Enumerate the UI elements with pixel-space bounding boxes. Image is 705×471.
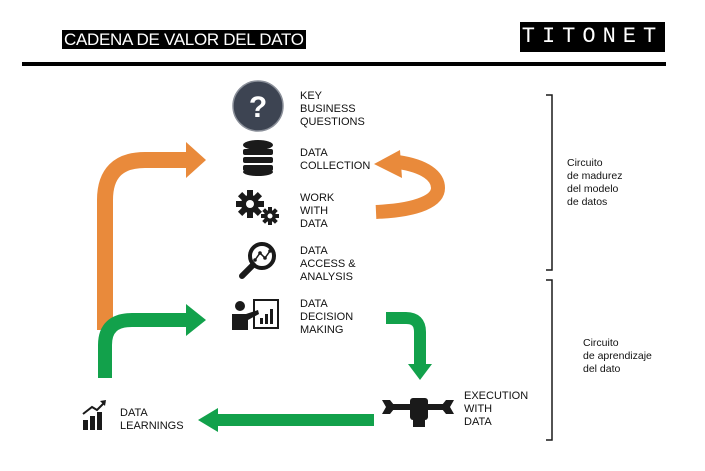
maturity-bracket <box>546 94 553 271</box>
brand-logo: TITONET <box>520 22 665 52</box>
page-title: CADENA DE VALOR DEL DATO <box>62 30 306 49</box>
green-up-arrow <box>98 304 206 378</box>
orange-left-arrow <box>97 142 206 330</box>
learning-bracket <box>546 279 553 441</box>
question-glyph: ? <box>249 91 267 124</box>
orange-loop-arrow <box>374 150 446 219</box>
growth-chart-icon <box>82 400 106 430</box>
question-mark-icon: ? <box>232 80 284 132</box>
gears-icon <box>236 190 279 225</box>
presenter-icon <box>232 299 279 330</box>
magnifier-icon <box>239 242 276 279</box>
green-down-arrow <box>386 312 432 380</box>
database-icon <box>243 140 273 176</box>
green-left-arrow <box>198 408 374 432</box>
wrench-fist-icon <box>382 398 454 427</box>
header-divider <box>22 62 666 66</box>
